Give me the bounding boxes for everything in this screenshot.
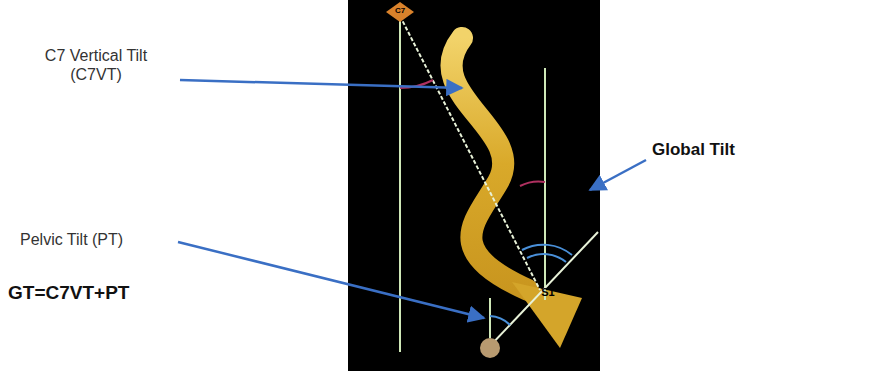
leader-arrow xyxy=(590,160,646,190)
vertebra-label: S1 xyxy=(536,286,560,299)
c7-s1-line xyxy=(400,16,540,290)
c7-vertebra xyxy=(386,2,414,22)
leader-arrow xyxy=(180,80,462,88)
hip-vertical-line xyxy=(489,298,491,338)
callout-label: Pelvic Tilt (PT) xyxy=(20,230,180,249)
leader-arrow xyxy=(178,242,484,318)
femoral-head xyxy=(480,338,500,358)
spine-band xyxy=(451,38,528,290)
vertebra-label: C7 xyxy=(390,6,410,16)
c7-plumb-line xyxy=(399,16,401,352)
pelvic-line xyxy=(490,232,598,346)
formula-label: GT=C7VT+PT xyxy=(8,282,208,305)
sacrum xyxy=(512,282,582,348)
s1-vertical-line xyxy=(544,68,546,300)
global-tilt-arc xyxy=(527,254,566,262)
callout-label: C7 Vertical Tilt (C7VT) xyxy=(20,46,172,84)
vertical-arc xyxy=(520,181,545,186)
pelvic-tilt-arc xyxy=(490,316,510,325)
callout-label: Global Tilt xyxy=(652,140,852,160)
